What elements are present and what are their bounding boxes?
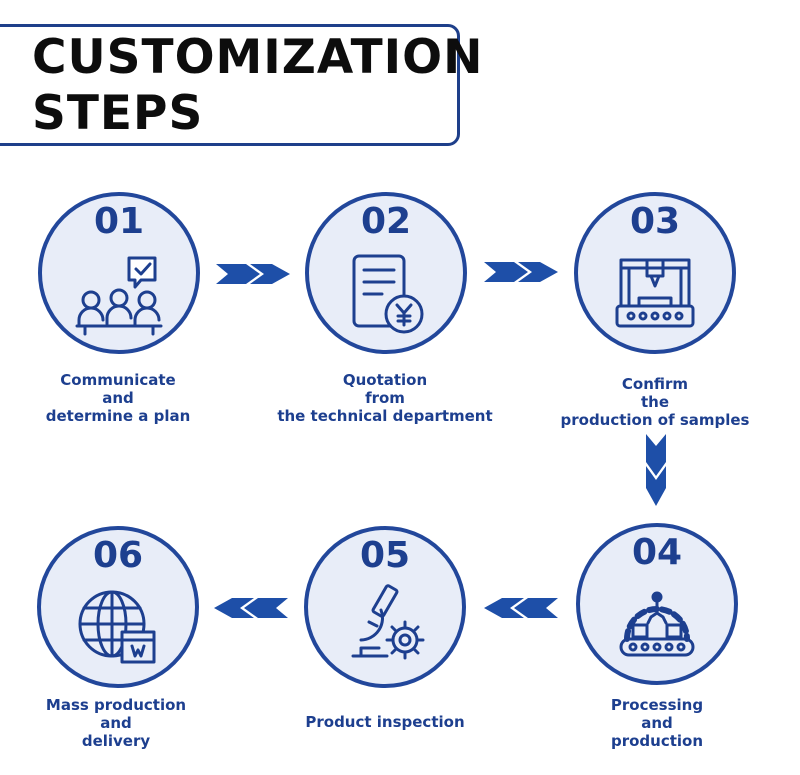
- step-5-circle: 05: [304, 526, 466, 688]
- step-4-circle: 04: [576, 523, 738, 685]
- meeting-chat-icon: [75, 256, 163, 336]
- arrow-right-icon: [216, 264, 290, 284]
- step-1-circle: 01: [38, 192, 200, 354]
- arrow-right-icon: [484, 262, 558, 282]
- step-5-number: 05: [359, 535, 411, 576]
- step-6-circle: 06: [37, 526, 199, 688]
- step-4-number: 04: [631, 532, 683, 573]
- production-machine-icon: [615, 258, 695, 328]
- title-box: [0, 24, 460, 146]
- step-4-label: Processing and production: [610, 696, 704, 750]
- arrow-down-icon: [646, 434, 666, 506]
- step-2-circle: 02: [305, 192, 467, 354]
- step-6-number: 06: [92, 535, 144, 576]
- step-1-number: 01: [93, 201, 145, 242]
- step-5-label: Product inspection: [305, 713, 465, 731]
- step-3-label: Confirm the production of samples: [560, 375, 750, 429]
- page-title: CUSTOMIZATION STEPS: [32, 30, 484, 142]
- quotation-document-yen-icon: [352, 254, 424, 334]
- globe-box-icon: [78, 590, 156, 664]
- step-3-circle: 03: [574, 192, 736, 354]
- step-2-number: 02: [360, 201, 412, 242]
- step-1-label: Communicate and determine a plan: [45, 371, 191, 425]
- step-3-number: 03: [629, 201, 681, 242]
- microscope-gear-icon: [351, 584, 425, 660]
- title-line-1: CUSTOMIZATION: [32, 30, 484, 85]
- arrow-left-icon: [484, 598, 558, 618]
- step-6-label: Mass production and delivery: [45, 696, 187, 750]
- step-2-label: Quotation from the technical department: [277, 371, 493, 425]
- title-line-2: STEPS: [32, 86, 204, 141]
- arrow-left-icon: [214, 598, 288, 618]
- robot-arm-conveyor-icon: [619, 591, 695, 657]
